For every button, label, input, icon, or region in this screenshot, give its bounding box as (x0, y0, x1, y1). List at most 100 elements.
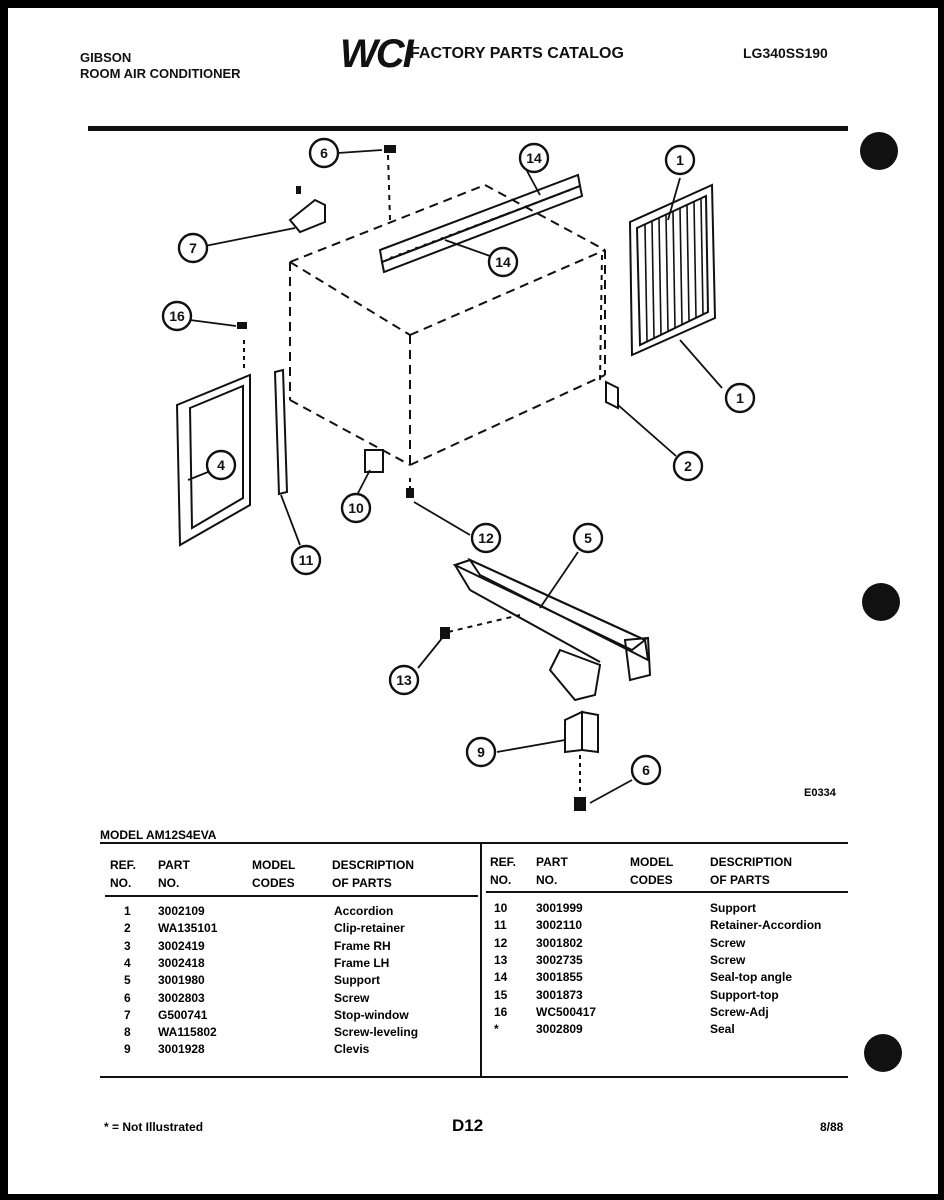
table-cell-desc: Support (334, 973, 380, 988)
table-cell-part: 3002109 (158, 904, 205, 918)
catalog-title: FACTORY PARTS CATALOG (410, 45, 624, 62)
callout-label: 2 (684, 458, 692, 474)
callout-label: 6 (642, 762, 650, 778)
callout-label: 12 (478, 530, 494, 546)
catalog-page (8, 8, 938, 1194)
leader-lines (187, 149, 723, 804)
table-cell-part: 3002735 (536, 952, 583, 967)
callout-label: 9 (477, 744, 485, 760)
table-cell-part: 3001928 (158, 1042, 205, 1057)
model-label: MODEL AM12S4EVA (100, 828, 217, 842)
table-cell-ref: 8 (124, 1025, 131, 1040)
callout-label: 11 (299, 552, 314, 568)
binder-hole-icon (862, 583, 900, 621)
table-cell-part: 3001802 (536, 935, 583, 950)
callout-label: 1 (736, 390, 744, 406)
table-cell-desc: Screw (710, 935, 746, 950)
callout-label: 5 (584, 530, 592, 546)
table-cell-ref: 10 (494, 901, 508, 915)
table-bottom-rule (100, 1076, 848, 1078)
table-cell-ref: 16 (494, 1004, 508, 1019)
callout-label: 14 (526, 150, 542, 166)
small-hardware (243, 154, 619, 795)
table-cell-part: 3001980 (158, 973, 205, 988)
product-type: ROOM AIR CONDITIONER (80, 66, 241, 81)
table-cell-desc: Frame LH (334, 955, 390, 970)
revision-date: 8/88 (820, 1120, 844, 1134)
table-cell-ref: 12 (494, 935, 508, 950)
footnote: * = Not Illustrated (104, 1120, 204, 1134)
table-top-rule (100, 842, 848, 844)
figure-code: E0334 (804, 787, 836, 799)
table-cell-desc: Screw-leveling (334, 1025, 419, 1040)
binder-hole-icon (860, 132, 898, 170)
callout-label: 14 (495, 254, 511, 270)
accordion-frame-left (175, 373, 251, 547)
table-cell-part: WC500417 (536, 1004, 597, 1019)
table-cell-ref: 7 (124, 1007, 131, 1022)
table-cell-ref: 3 (124, 938, 131, 953)
exploded-parts-diagram: 6 14 1 7 14 16 1 2 4 10 12 5 11 13 9 6 (161, 137, 756, 811)
callout-label: 7 (189, 240, 197, 256)
callout-label: 10 (348, 500, 364, 516)
table-cell-desc: Screw-Adj (710, 1004, 769, 1019)
binder-hole-icon (864, 1034, 902, 1072)
wci-logo: WCI (340, 32, 414, 76)
table-cell-desc: Clip-retainer (334, 921, 405, 936)
bottom-support (452, 557, 652, 702)
table-cell-desc: Retainer-Accordion (710, 918, 822, 933)
table-cell-ref: 5 (124, 973, 131, 988)
table-header-rule (486, 891, 848, 893)
table-cell-desc: Accordion (334, 904, 394, 918)
table-cell-part: 3002809 (536, 1022, 583, 1037)
table-cell-ref: 14 (494, 970, 508, 985)
table-cell-desc: Support (710, 901, 756, 915)
table-cell-part: 3001999 (536, 901, 583, 915)
callout-bubbles: 6 14 1 7 14 16 1 2 4 10 12 5 11 13 9 6 (161, 137, 756, 786)
table-cell-ref: 11 (494, 918, 507, 933)
table-cell-desc: Support-top (710, 987, 779, 1002)
accordion-frame-right (628, 183, 717, 357)
callout-label: 16 (169, 308, 185, 324)
table-cell-ref: * (494, 1022, 499, 1037)
table-cell-ref: 15 (494, 987, 508, 1002)
header-ref: REF.NO. (490, 855, 517, 887)
table-cell-desc: Screw (334, 990, 370, 1005)
callout-label: 1 (676, 152, 684, 168)
table-cell-ref: 4 (124, 955, 131, 970)
table-cell-part: WA115802 (158, 1025, 217, 1040)
header-rule (88, 126, 848, 131)
header-ref: REF.NO. (110, 858, 137, 890)
page-number: D12 (452, 1116, 484, 1135)
table-cell-part: 3002110 (536, 918, 583, 933)
callout-label: 13 (396, 672, 412, 688)
table-cell-part: 3001873 (536, 987, 583, 1002)
table-cell-desc: Seal-top angle (710, 970, 793, 985)
catalog-number: LG340SS190 (743, 45, 828, 61)
table-cell-desc: Clevis (334, 1042, 370, 1057)
table-cell-desc: Seal (710, 1022, 735, 1037)
table-cell-ref: 2 (124, 921, 131, 936)
retainer-strip (273, 368, 289, 496)
table-cell-desc: Stop-window (334, 1007, 409, 1022)
table-cell-ref: 9 (124, 1042, 131, 1057)
table-cell-part: 3001855 (536, 970, 583, 985)
table-cell-part: 3002418 (158, 955, 205, 970)
top-support-parts (378, 173, 584, 274)
callout-label: 6 (320, 145, 328, 161)
table-cell-part: G500741 (158, 1007, 208, 1022)
table-header-rule (105, 895, 478, 897)
table-cell-ref: 13 (494, 952, 508, 967)
table-cell-ref: 1 (124, 904, 131, 918)
brand-name: GIBSON (80, 50, 132, 65)
table-divider (480, 842, 482, 1078)
table-cell-desc: Frame RH (334, 938, 391, 953)
table-cell-part: 3002419 (158, 938, 205, 953)
table-cell-ref: 6 (124, 990, 131, 1005)
